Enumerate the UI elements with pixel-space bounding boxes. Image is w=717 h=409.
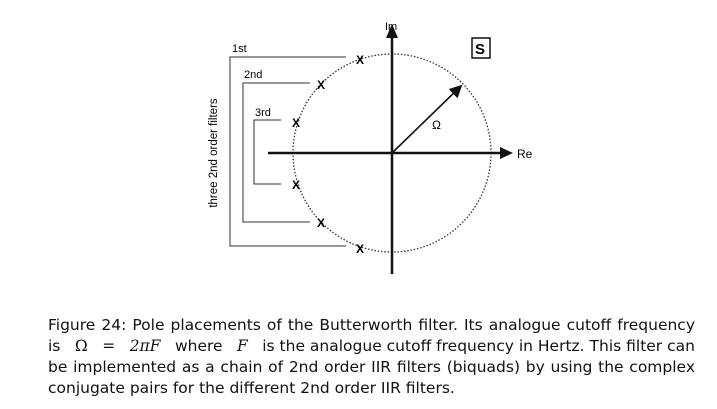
pole-diagram: Im Re Ω S 1st 2nd 3rd three 2nd order fi… bbox=[208, 21, 533, 274]
caption-math: Ω bbox=[74, 337, 88, 355]
im-label: Im bbox=[385, 21, 397, 33]
bracket-label-1st: 1st bbox=[232, 43, 247, 55]
im-arrow-icon bbox=[386, 24, 398, 38]
side-label: three 2nd order filters bbox=[208, 98, 220, 208]
caption-math: 2πF bbox=[129, 337, 161, 355]
bracket-label-3rd: 3rd bbox=[255, 107, 271, 119]
s-plane-box bbox=[471, 37, 491, 59]
omega-label: Ω bbox=[432, 118, 441, 132]
pole-marker: X bbox=[356, 53, 364, 67]
caption-text: is bbox=[48, 337, 61, 355]
caption-line: Figure 24: Pole placements of the Butter… bbox=[48, 316, 695, 334]
pole-marker: X bbox=[317, 216, 325, 230]
pole-marker: X bbox=[317, 78, 325, 92]
bracket-1st bbox=[229, 56, 346, 247]
s-plane-label: S bbox=[475, 41, 485, 58]
pole-marker: X bbox=[292, 116, 300, 130]
pole-marker: X bbox=[292, 178, 300, 192]
caption-line: conjugate pairs for the different 2nd or… bbox=[48, 379, 455, 397]
caption-text: is the analogue cutoff frequency in Hert… bbox=[262, 337, 695, 355]
caption-math: = bbox=[102, 337, 116, 355]
re-label: Re bbox=[517, 147, 533, 161]
omega-radius-arrow bbox=[391, 84, 463, 154]
pole-marker: X bbox=[356, 242, 364, 256]
caption-line: be implemented as a chain of 2nd order I… bbox=[48, 358, 695, 376]
re-arrow-icon bbox=[500, 147, 513, 159]
caption-text: where bbox=[174, 337, 223, 355]
caption-math: F bbox=[237, 337, 248, 355]
bracket-label-2nd: 2nd bbox=[244, 69, 262, 81]
caption-line: is Ω = 2πF where F is the analogue cutof… bbox=[48, 336, 695, 357]
